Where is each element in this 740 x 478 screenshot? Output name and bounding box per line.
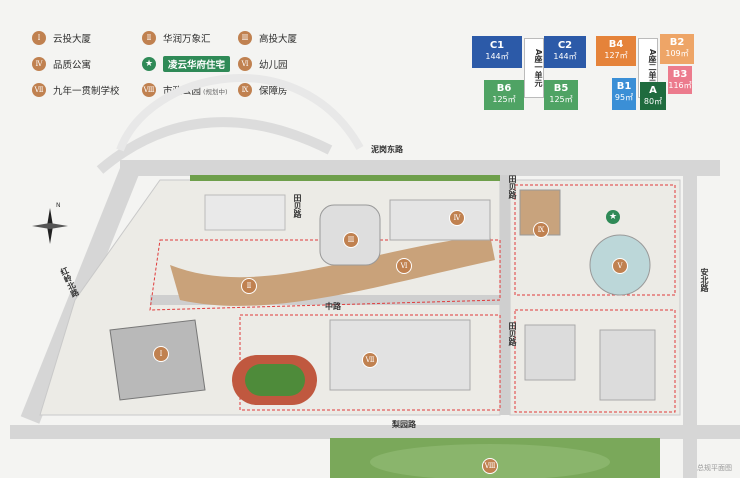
unit-c2-code: C2: [557, 40, 573, 51]
road-arc-2: [116, 74, 364, 152]
legend-item-9: Ⅸ 保障房: [238, 82, 288, 98]
legend-label-2: 华润万象汇: [163, 34, 211, 45]
map-badge-9: Ⅸ: [533, 222, 549, 238]
building-ii-block: [204, 194, 286, 231]
unit-b5-code: B5: [553, 83, 569, 94]
track-field: [245, 364, 305, 396]
building-se-2: [599, 329, 656, 401]
unit-b6: B6 125㎡: [484, 80, 524, 110]
map-badge-7: Ⅶ: [362, 352, 378, 368]
unit-b2-area: 109㎡: [665, 49, 689, 58]
building-iv: [389, 199, 491, 241]
unit-c1-area: 144㎡: [485, 52, 509, 61]
legend-badge-9: Ⅸ: [238, 83, 252, 97]
road-label-south: 梨园路: [392, 420, 416, 429]
compass-label: N: [56, 202, 61, 209]
road-label-mid-h: 中路: [325, 302, 341, 311]
map-badge-6: Ⅵ: [396, 258, 412, 274]
legend-label-4: 品质公寓: [53, 60, 92, 71]
legend-badge-7: Ⅶ: [32, 83, 46, 97]
map-badge-1: Ⅰ: [153, 346, 169, 362]
road-label-mid-v2: 田贝路: [508, 175, 517, 199]
map-badge-4: Ⅳ: [449, 210, 465, 226]
compass: N: [30, 202, 70, 246]
unit-a-area: 80㎡: [643, 97, 663, 106]
red-boundary-main: [149, 239, 501, 311]
unit-b4: B4 127㎡: [596, 36, 636, 66]
building-se-1: [524, 324, 576, 381]
unit-b2: B2 109㎡: [660, 34, 694, 64]
unit-b3-code: B3: [672, 69, 688, 80]
unit-b1-area: 95㎡: [614, 93, 634, 102]
road-label-north: 泥岗东路: [371, 145, 403, 154]
legend-badge-4: Ⅳ: [32, 57, 46, 71]
red-boundary-se: [514, 309, 676, 413]
legend-badge-1: Ⅰ: [32, 31, 46, 45]
unit-c2: C2 144㎡: [544, 36, 586, 68]
road-label-inner: 田贝路: [508, 322, 517, 346]
core-unit-1: A座一单元: [524, 38, 544, 98]
legend-label-1: 云投大厦: [53, 34, 92, 45]
unit-b6-code: B6: [496, 83, 512, 94]
building-vii: [329, 319, 471, 391]
unit-b6-area: 125㎡: [492, 95, 516, 104]
road-label-east: 安北路: [700, 268, 709, 292]
legend-item-6: Ⅵ 幼儿园: [238, 56, 288, 72]
compass-icon: [32, 208, 68, 244]
legend-badge-6: Ⅵ: [238, 57, 252, 71]
legend-badge-2: Ⅱ: [142, 31, 156, 45]
unit-b4-code: B4: [608, 39, 624, 50]
road-label-mid-v1: 田贝路: [293, 194, 302, 218]
legend-item-3: Ⅲ 高投大厦: [238, 30, 297, 46]
legend-item-2: Ⅱ 华润万象汇: [142, 30, 211, 46]
unit-b5: B5 125㎡: [544, 80, 578, 110]
unit-b3: B3 116㎡: [668, 66, 692, 94]
legend-item-4: Ⅳ 品质公寓: [32, 56, 91, 72]
map-badge-5: Ⅴ: [612, 258, 628, 274]
road-arc-1: [96, 117, 333, 174]
map-badge-8: Ⅷ: [482, 458, 498, 474]
unit-b2-code: B2: [669, 37, 685, 48]
legend-badge-8: Ⅷ: [142, 83, 156, 97]
legend-label-6: 幼儿园: [259, 60, 288, 71]
unit-a: A 80㎡: [640, 82, 666, 110]
legend-label-5: 凌云华府住宅: [163, 56, 231, 72]
legend-label-9: 保障房: [259, 86, 288, 97]
unit-b3-area: 116㎡: [668, 81, 692, 90]
legend-label-7: 九年一贯制学校: [53, 86, 120, 97]
map-badge-2: Ⅱ: [241, 278, 257, 294]
unit-a-code: A: [649, 85, 657, 96]
legend-label-8-note: (规划中): [203, 88, 228, 96]
unit-c1-code: C1: [489, 40, 505, 51]
unit-b1-code: B1: [616, 81, 632, 92]
unit-c1: C1 144㎡: [472, 36, 522, 68]
star-icon: ★: [142, 57, 156, 71]
map-star-icon: ★: [606, 210, 620, 224]
legend-label-3: 高投大厦: [259, 34, 298, 45]
unit-b4-area: 127㎡: [604, 51, 628, 60]
unit-b1: B1 95㎡: [612, 78, 636, 110]
map-badge-3: Ⅲ: [343, 232, 359, 248]
unit-c2-area: 144㎡: [553, 52, 577, 61]
unit-b5-area: 125㎡: [549, 95, 573, 104]
legend-item-5: ★ 凌云华府住宅: [142, 56, 231, 72]
legend-item-1: Ⅰ 云投大厦: [32, 30, 91, 46]
legend-badge-3: Ⅲ: [238, 31, 252, 45]
red-boundary-east: [514, 184, 676, 296]
legend-item-7: Ⅶ 九年一贯制学校: [32, 82, 120, 98]
map-caption: 总规平面图: [697, 464, 732, 472]
